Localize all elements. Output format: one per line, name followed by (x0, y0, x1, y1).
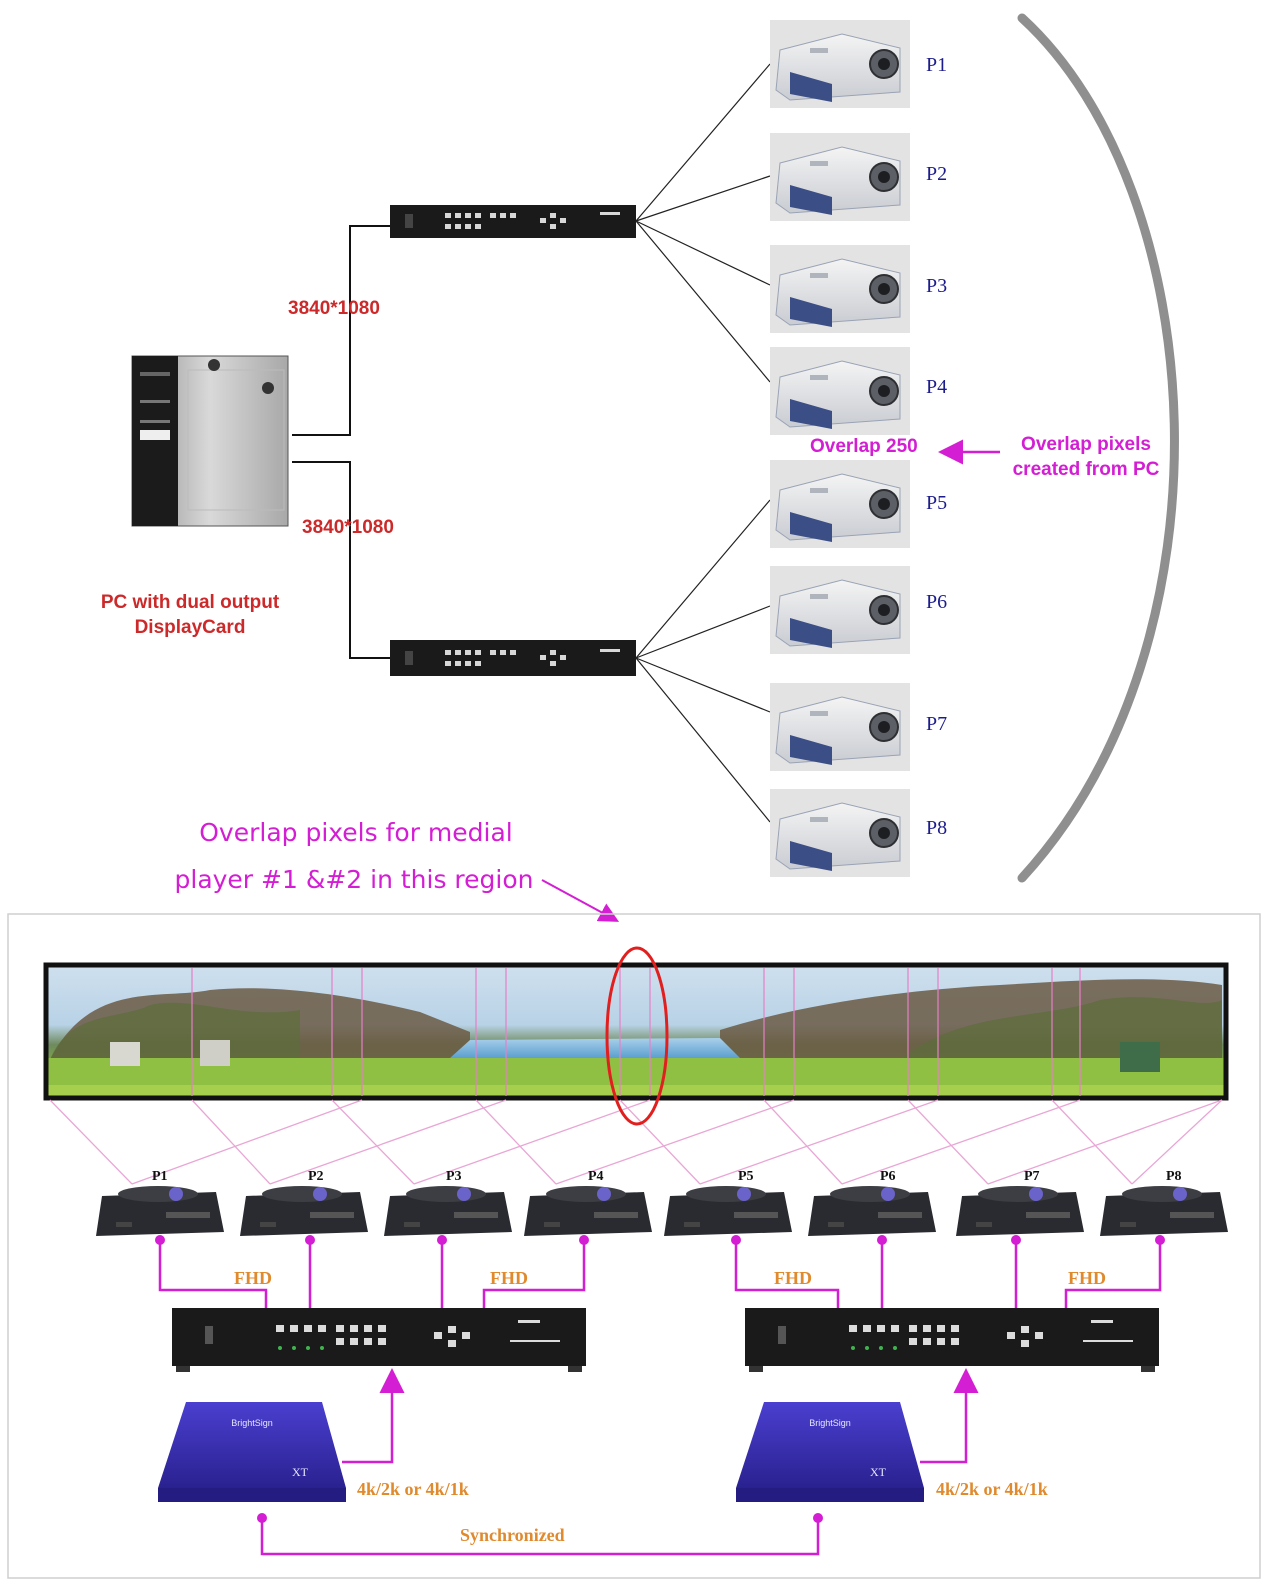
splitter-box-lower (390, 640, 636, 676)
bottom-frame (7, 913, 1261, 1579)
projector-black-icon-2 (240, 1186, 368, 1236)
projector-black-icon-7 (956, 1186, 1084, 1236)
panorama-image (43, 962, 1229, 1101)
bottom-projector-label-p6: P6 (880, 1169, 896, 1184)
projector-black-icon-3 (384, 1186, 512, 1236)
sync-dot-left (257, 1513, 267, 1523)
top-projector-column (770, 20, 910, 877)
player-left-brand: BrightSign (231, 1418, 273, 1428)
projector-white-icon-3 (770, 245, 910, 333)
sync-label: Synchronized (460, 1525, 565, 1545)
overlap-region-ellipse (605, 946, 669, 1126)
region-note-line2: player #1 &#2 in this region (175, 865, 534, 894)
region-note-line1: Overlap pixels for medial (199, 818, 513, 847)
bottom-projector-label-p1: P1 (152, 1169, 168, 1184)
bottom-projector-label-p8: P8 (1166, 1169, 1182, 1184)
projector-white-icon-7 (770, 683, 910, 771)
fhd-label-1: FHD (234, 1268, 272, 1288)
projector-white-icon-4 (770, 347, 910, 435)
projector-label-p7: P7 (926, 713, 947, 735)
sync-connection (260, 1518, 820, 1556)
projector-white-icon-2 (770, 133, 910, 221)
projector-black-icon-6 (808, 1186, 936, 1236)
media-player-left-icon: BrightSign XT (158, 1402, 346, 1502)
splitter-fanout-lines (635, 63, 771, 823)
projector-label-p6: P6 (926, 591, 947, 613)
pc-cables (292, 225, 392, 659)
splitter-box-bottom-right (745, 1308, 1159, 1372)
projector-black-icon-1 (96, 1186, 224, 1236)
player-right-brand: BrightSign (809, 1418, 851, 1428)
pc-tower-icon (131, 355, 289, 527)
player-right-caption: 4k/2k or 4k/1k (936, 1479, 1048, 1499)
pc-label-line1: PC with dual output (101, 592, 280, 613)
hdmi-connection-dots (155, 1235, 1165, 1245)
bottom-projector-row (96, 1186, 1228, 1236)
projector-white-icon-1 (770, 20, 910, 108)
projector-black-icon-4 (524, 1186, 652, 1236)
projector-label-p5: P5 (926, 492, 947, 514)
projector-label-p4: P4 (926, 376, 947, 398)
pc-label-line2: DisplayCard (135, 617, 246, 638)
projection-cone-lines (49, 1099, 1223, 1185)
fhd-label-4: FHD (1068, 1268, 1106, 1288)
bottom-projector-label-p5: P5 (738, 1169, 754, 1184)
projector-label-p1: P1 (926, 54, 947, 76)
panorama-overlap-lines (191, 968, 1081, 1096)
media-player-right-icon: BrightSign XT (736, 1402, 924, 1502)
fhd-label-3: FHD (774, 1268, 812, 1288)
projector-label-p3: P3 (926, 275, 947, 297)
sync-dot-right (813, 1513, 823, 1523)
overlap-note-line2: created from PC (1013, 459, 1160, 480)
splitter-box-upper (390, 205, 636, 238)
player-input-arrows (342, 1368, 979, 1464)
projector-black-icon-5 (664, 1186, 792, 1236)
resolution-label-upper: 3840*1080 (288, 298, 380, 319)
fhd-label-2: FHD (490, 1268, 528, 1288)
hdmi-connections (158, 1240, 1162, 1310)
splitter-box-bottom-left (172, 1308, 586, 1372)
player-right-model: XT (870, 1465, 887, 1479)
resolution-label-lower: 3840*1080 (302, 517, 394, 538)
bottom-projector-label-p4: P4 (588, 1169, 604, 1184)
curved-screen-arc (1017, 13, 1179, 883)
projector-white-icon-5 (770, 460, 910, 548)
projector-black-icon-8 (1100, 1186, 1228, 1236)
player-left-model: XT (292, 1465, 309, 1479)
overlap-note-line1: Overlap pixels (1021, 434, 1151, 455)
overlap-value-label: Overlap 250 (810, 436, 918, 457)
region-note-arrow (541, 879, 620, 922)
player-left-caption: 4k/2k or 4k/1k (357, 1479, 469, 1499)
projector-white-icon-6 (770, 566, 910, 654)
projector-label-p2: P2 (926, 163, 947, 185)
bottom-projector-label-p3: P3 (446, 1169, 462, 1184)
bottom-projector-label-p7: P7 (1024, 1169, 1040, 1184)
bottom-projector-label-p2: P2 (308, 1169, 324, 1184)
projector-white-icon-8 (770, 789, 910, 877)
projector-label-p8: P8 (926, 817, 947, 839)
